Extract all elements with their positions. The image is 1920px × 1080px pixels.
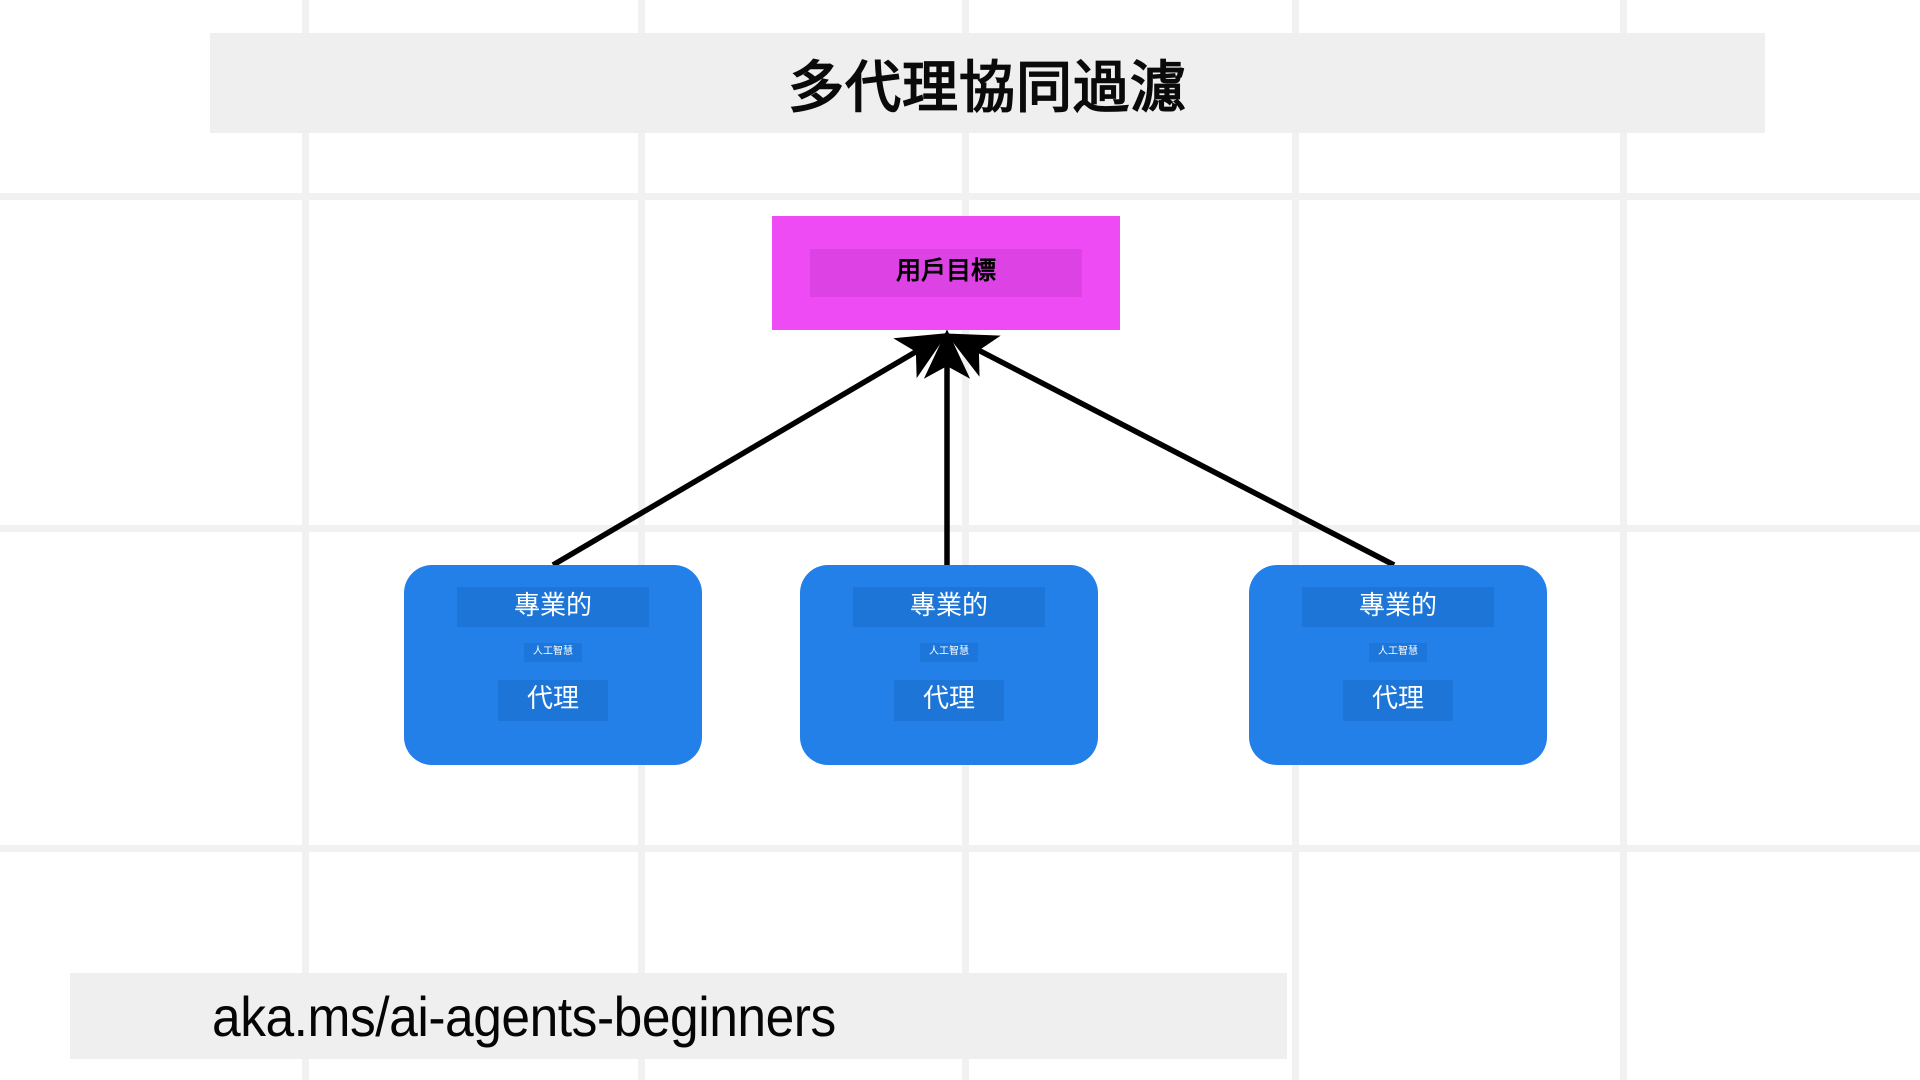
agent-kind-label: 代理 <box>893 679 1004 721</box>
agent-sub-label: 人工智慧 <box>1369 642 1427 662</box>
grid-line-vertical <box>302 0 309 1080</box>
node-user-goal-label: 用戶目標 <box>809 249 1082 297</box>
agent-kind-label: 代理 <box>1342 679 1453 721</box>
grid-line-horizontal <box>0 525 1920 532</box>
agent-role-label: 專業的 <box>456 587 649 627</box>
grid-line-vertical <box>1292 0 1299 1080</box>
agent-kind-label: 代理 <box>497 679 608 721</box>
grid-line-horizontal <box>0 193 1920 200</box>
page-title: 多代理協同過濾 <box>788 55 1187 119</box>
footer-url[interactable]: aka.ms/ai-agents-beginners <box>212 984 836 1048</box>
agent-sub-label: 人工智慧 <box>524 642 582 662</box>
agent-sub-label: 人工智慧 <box>920 642 978 662</box>
footer-highlight-band <box>70 973 1287 1059</box>
grid-line-vertical <box>1620 0 1627 1080</box>
edge-agent1-to-goal <box>551 333 948 568</box>
node-specialist-agent-3[interactable]: 專業的 人工智慧 代理 <box>1249 565 1547 765</box>
grid-line-vertical <box>962 0 969 1080</box>
agent-role-label: 專業的 <box>852 587 1045 627</box>
edge-agent3-to-goal <box>946 333 1396 568</box>
grid-line-horizontal <box>0 845 1920 852</box>
node-specialist-agent-2[interactable]: 專業的 人工智慧 代理 <box>800 565 1098 765</box>
title-highlight-band <box>210 33 1765 133</box>
grid-line-vertical <box>638 0 645 1080</box>
node-user-goal[interactable]: 用戶目標 <box>772 216 1120 330</box>
agent-role-label: 專業的 <box>1301 587 1494 627</box>
node-specialist-agent-1[interactable]: 專業的 人工智慧 代理 <box>404 565 702 765</box>
